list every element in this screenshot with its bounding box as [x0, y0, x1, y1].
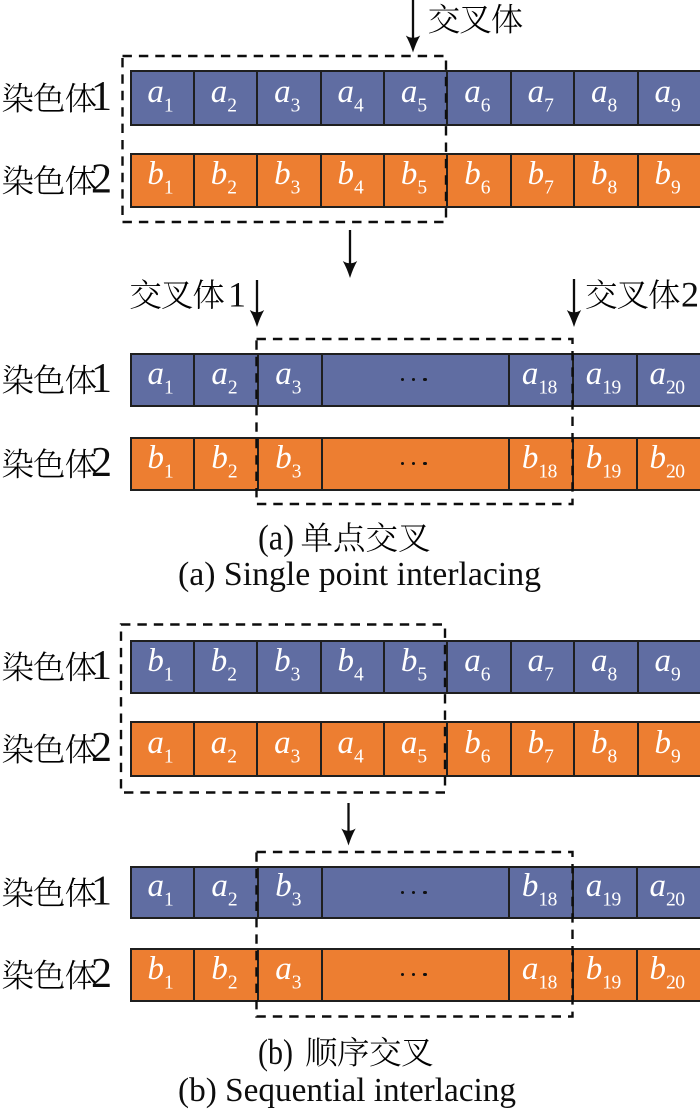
svg-text:1: 1	[91, 869, 112, 915]
svg-text:(a): (a)	[258, 518, 294, 558]
svg-text:2: 2	[91, 951, 112, 997]
svg-text:2: 2	[91, 440, 112, 486]
svg-text:1: 1	[91, 74, 112, 120]
svg-text:(b): (b)	[258, 1032, 293, 1072]
svg-text:1: 1	[228, 275, 246, 315]
svg-text:1: 1	[91, 356, 112, 402]
svg-text:2: 2	[91, 157, 112, 203]
svg-text:2: 2	[91, 725, 112, 771]
svg-text:(a) Single point interlacing: (a) Single point interlacing	[178, 556, 541, 593]
svg-text:1: 1	[91, 643, 112, 689]
svg-text:2: 2	[681, 275, 699, 315]
svg-text:(b) Sequential interlacing: (b) Sequential interlacing	[178, 1072, 516, 1109]
